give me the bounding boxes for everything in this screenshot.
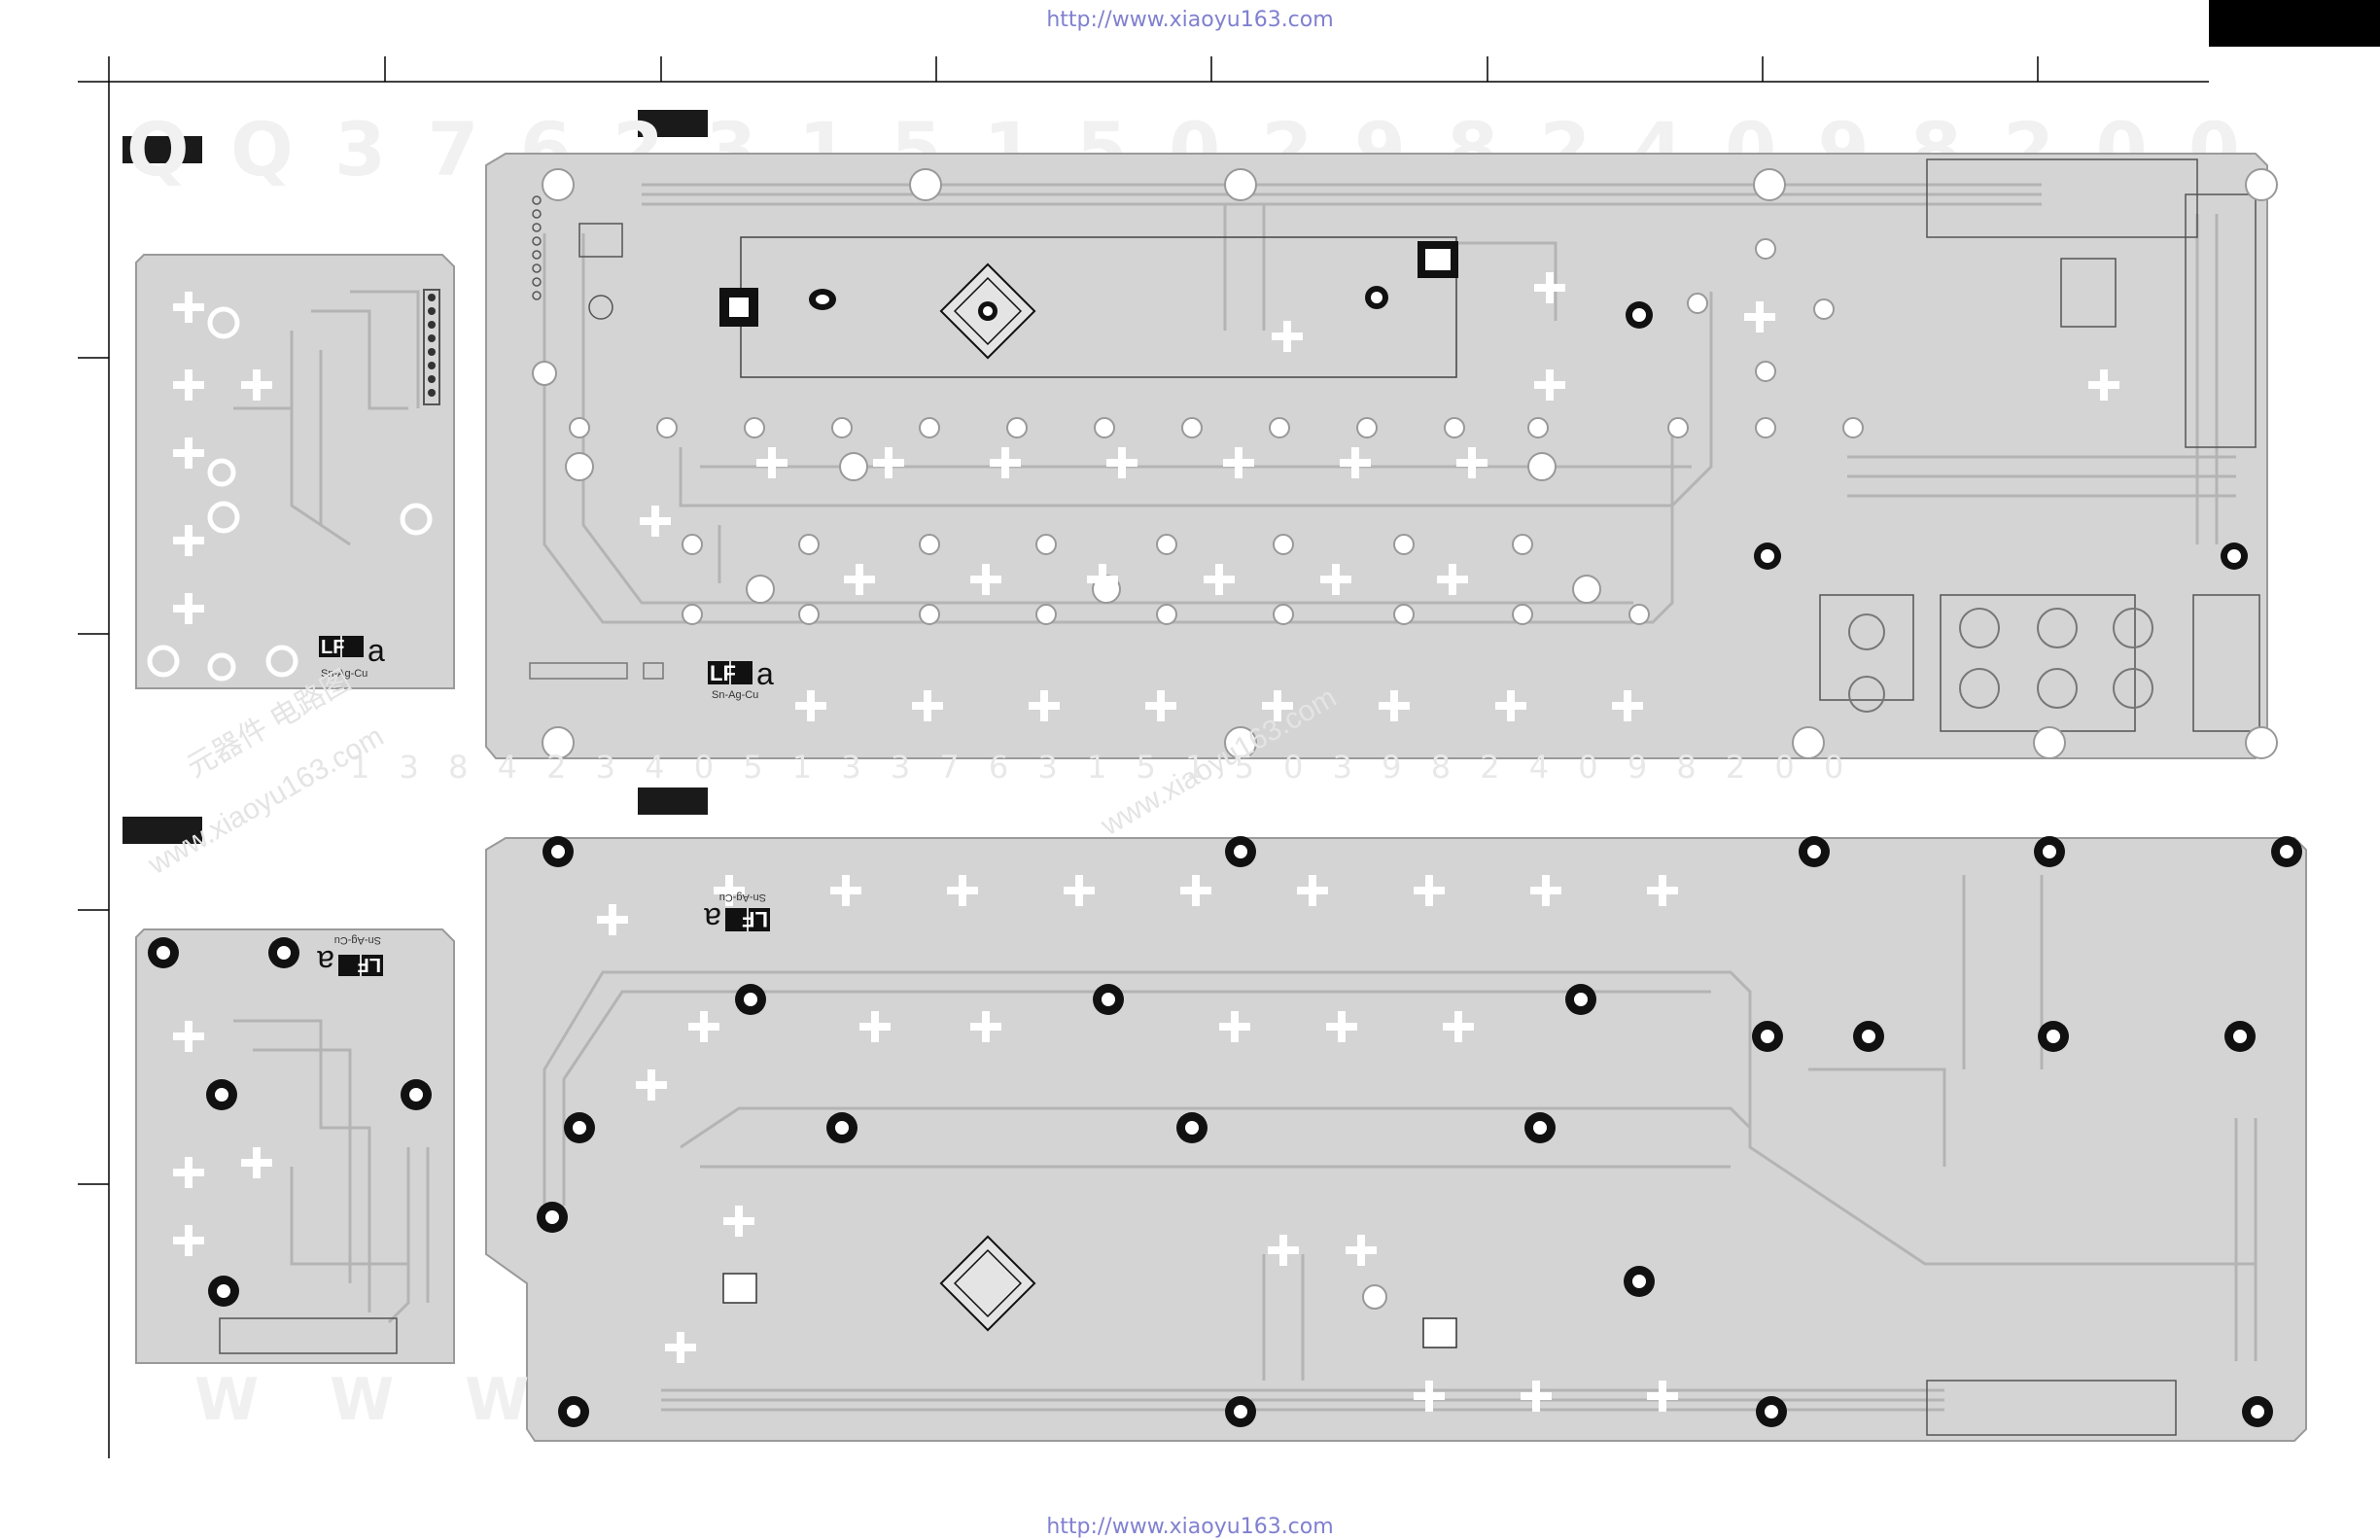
solder-mark-small-bottom: Sn-Ag-Cu bbox=[334, 934, 381, 946]
watermark-digits-mid: 1 3 8 4 2 3 4 0 5 1 3 3 7 6 3 1 5 1 5 0 … bbox=[350, 749, 1853, 786]
solder-mark-main-bottom: Sn-Ag-Cu bbox=[719, 892, 766, 903]
lfa-suffix-small-top: a bbox=[368, 633, 385, 668]
lfa-suffix-main-top: a bbox=[756, 656, 774, 691]
lfa-mark-small-top: LF bbox=[321, 637, 344, 658]
watermark-www: W W W bbox=[194, 1366, 554, 1434]
lfa-mark-main-bottom: LF bbox=[742, 907, 768, 931]
solder-mark-main-top: Sn-Ag-Cu bbox=[712, 689, 758, 701]
lfa-mark-small-bottom: LF bbox=[358, 954, 381, 975]
small-board-top: LF a Sn-Ag-Cu bbox=[136, 255, 454, 688]
lfa-suffix-main-bottom: a bbox=[704, 901, 721, 936]
lfa-mark-main-top: LF bbox=[710, 661, 736, 685]
lfa-suffix-small-bottom: a bbox=[317, 944, 334, 979]
main-board-top: LF a Sn-Ag-Cu bbox=[486, 154, 2277, 758]
source-url-bottom[interactable]: http://www.xiaoyu163.com bbox=[0, 1515, 2380, 1539]
main-board-bottom: LF a Sn-Ag-Cu bbox=[486, 836, 2306, 1441]
small-board-bottom: LF a Sn-Ag-Cu bbox=[136, 929, 454, 1363]
